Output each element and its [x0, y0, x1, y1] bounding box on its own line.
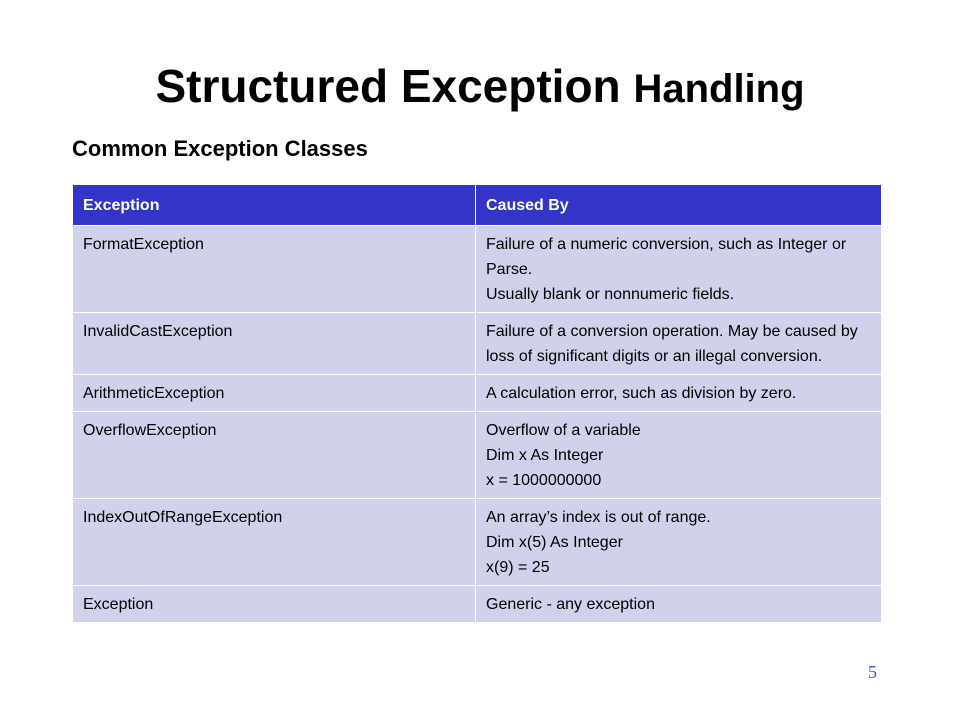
exception-cause: Failure of a conversion operation. May b… — [475, 312, 882, 375]
exception-cause: An array’s index is out of range. Dim x(… — [475, 498, 882, 586]
cause-line: Generic - any exception — [486, 596, 655, 613]
table-row: OverflowException Overflow of a variable… — [72, 411, 882, 499]
cause-line: Failure of a conversion operation. May b… — [486, 323, 858, 365]
table-row: InvalidCastException Failure of a conver… — [72, 312, 882, 375]
cause-line: x = 1000000000 — [486, 472, 602, 489]
slide-title: Structured Exception Handling — [0, 56, 960, 119]
exception-name: IndexOutOfRangeException — [72, 498, 476, 586]
cause-line: Dim x(5) As Integer — [486, 534, 623, 551]
table-row: ArithmeticException A calculation error,… — [72, 374, 882, 412]
subtitle: Common Exception Classes — [72, 136, 368, 161]
exception-name: InvalidCastException — [72, 312, 476, 375]
title-main: Structured Exception — [155, 60, 634, 112]
exception-name: OverflowException — [72, 411, 476, 499]
cause-line: x(9) = 25 — [486, 559, 550, 576]
cause-line: An array’s index is out of range. — [486, 509, 711, 526]
header-caused-by: Caused By — [475, 184, 882, 226]
exception-name: Exception — [72, 585, 476, 623]
table-row: Exception Generic - any exception — [72, 585, 882, 623]
header-exception: Exception — [72, 184, 476, 226]
table-row: IndexOutOfRangeException An array’s inde… — [72, 498, 882, 586]
cause-line: A calculation error, such as division by… — [486, 385, 797, 402]
exception-cause: A calculation error, such as division by… — [475, 374, 882, 412]
exception-cause: Overflow of a variable Dim x As Integer … — [475, 411, 882, 499]
page-number: 5 — [868, 662, 877, 682]
cause-line: Overflow of a variable — [486, 422, 641, 439]
exception-name: FormatException — [72, 225, 476, 313]
exception-name: ArithmeticException — [72, 374, 476, 412]
cause-line: Dim x As Integer — [486, 447, 604, 464]
table-header-row: Exception Caused By — [72, 184, 882, 226]
exception-table: Exception Caused By FormatException Fail… — [72, 184, 882, 623]
table-row: FormatException Failure of a numeric con… — [72, 225, 882, 313]
title-handling: Handling — [633, 67, 805, 111]
exception-cause: Failure of a numeric conversion, such as… — [475, 225, 882, 313]
exception-cause: Generic - any exception — [475, 585, 882, 623]
cause-line: Failure of a numeric conversion, such as… — [486, 236, 847, 278]
cause-line: Usually blank or nonnumeric fields. — [486, 286, 735, 303]
